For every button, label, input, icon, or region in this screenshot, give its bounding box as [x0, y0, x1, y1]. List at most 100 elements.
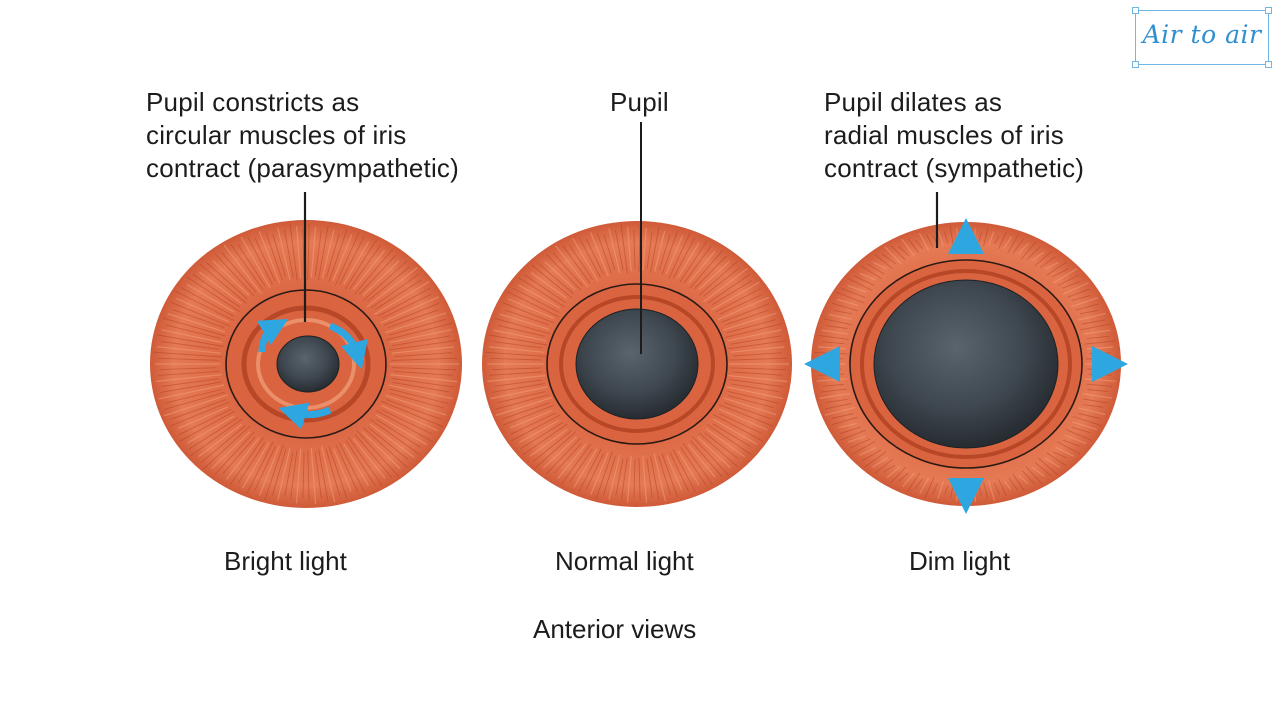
logo-corner	[1265, 7, 1272, 14]
iris-fiber	[875, 458, 894, 474]
iris-fiber	[361, 431, 401, 470]
iris-fiber	[497, 324, 545, 337]
iris-fiber	[392, 335, 451, 347]
iris-fiber	[530, 272, 568, 299]
iris-fiber	[369, 423, 415, 458]
iris-fiber	[603, 234, 616, 271]
iris-fiber	[221, 252, 257, 293]
iris-fiber	[381, 400, 444, 428]
iris-fiber	[499, 313, 550, 330]
iris-fiber	[839, 422, 857, 429]
iris-fiber	[872, 457, 888, 468]
iris-fiber	[388, 384, 453, 400]
iris-fiber	[821, 341, 845, 345]
iris-fiber	[1052, 268, 1078, 284]
iris-fiber	[615, 459, 624, 496]
iris-fiber	[354, 434, 393, 478]
iris-fiber	[595, 451, 613, 499]
iris-fiber	[672, 448, 696, 492]
iris-fiber	[859, 447, 877, 456]
iris-fiber	[730, 346, 785, 353]
iris-fiber	[518, 277, 566, 308]
iris-fiber	[246, 441, 274, 494]
iris-fiber	[726, 319, 776, 334]
iris-fiber	[1084, 340, 1116, 345]
iris-fiber	[161, 378, 219, 387]
iris-fiber	[487, 375, 546, 382]
iris-fiber	[502, 302, 554, 324]
iris-fiber	[1064, 434, 1087, 445]
iris-fiber	[237, 442, 266, 484]
iris-fiber	[1004, 480, 1012, 490]
iris-fiber	[1032, 251, 1045, 261]
iris-fiber	[944, 231, 949, 244]
iris-fiber	[381, 293, 432, 319]
iris-fiber	[833, 309, 853, 315]
iris-fiber	[1018, 474, 1029, 485]
iris-fiber	[290, 450, 298, 500]
iris-fiber	[167, 313, 226, 333]
iris-fiber	[389, 388, 449, 404]
eye-bright-light	[150, 220, 462, 508]
iris-fiber	[1012, 238, 1025, 254]
iris-fiber	[589, 231, 609, 277]
iris-fiber	[835, 291, 865, 304]
iris-fiber	[901, 238, 916, 258]
iris-fiber	[690, 440, 723, 477]
iris-fiber	[335, 445, 359, 493]
iris-fiber	[569, 448, 593, 483]
iris-fiber	[366, 267, 418, 308]
iris-fiber	[157, 370, 220, 376]
iris-fiber	[724, 323, 783, 339]
iris-fiber	[705, 428, 745, 458]
iris-fiber	[164, 391, 225, 410]
pupil	[873, 279, 1059, 449]
iris-fiber	[726, 386, 783, 400]
iris-fiber	[1075, 303, 1099, 311]
iris-fiber	[377, 287, 431, 317]
iris-fiber	[677, 242, 700, 279]
iris-fiber	[819, 392, 851, 399]
iris-fiber	[170, 301, 230, 327]
iris-fiber	[394, 370, 453, 376]
clockwise-arrow-icon	[278, 402, 332, 430]
iris-fiber	[998, 232, 1007, 249]
iris-fiber	[170, 399, 226, 420]
iris-fiber	[170, 401, 230, 427]
iris-fiber	[837, 298, 859, 306]
iris-fiber	[562, 245, 591, 284]
iris-fiber	[654, 230, 666, 272]
iris-fiber	[853, 275, 874, 286]
iris-fiber	[241, 441, 270, 489]
iris-fiber	[1021, 241, 1037, 260]
iris-fiber	[727, 340, 787, 350]
sphincter-muscle-band	[860, 269, 1072, 459]
iris-fiber	[375, 414, 428, 446]
iris-fiber	[1022, 470, 1036, 485]
iris-fiber	[391, 346, 455, 354]
iris-fiber	[203, 425, 251, 470]
iris-fiber	[206, 262, 248, 300]
iris-fiber	[230, 244, 264, 290]
iris-fiber	[1083, 404, 1103, 408]
iris-fiber	[1078, 407, 1106, 415]
iris-fiber	[730, 335, 781, 345]
iris-fiber	[1087, 389, 1109, 392]
iris-fiber	[310, 448, 317, 505]
iris-fiber	[596, 233, 612, 274]
iris-fiber	[187, 415, 235, 444]
iris-fiber	[666, 455, 683, 491]
iris-fiber	[590, 452, 609, 495]
iris-fiber	[687, 444, 716, 478]
iris-fiber	[272, 233, 287, 278]
iris-fiber	[314, 230, 322, 276]
iris-fiber	[1072, 294, 1091, 301]
iris-fiber	[199, 263, 247, 304]
iris-fiber	[229, 437, 264, 486]
iris-fiber	[518, 284, 560, 309]
iris-fiber	[983, 227, 989, 247]
iris-fiber	[908, 238, 920, 254]
clockwise-arrow-icon	[256, 319, 289, 353]
iris-fiber	[1065, 429, 1093, 441]
